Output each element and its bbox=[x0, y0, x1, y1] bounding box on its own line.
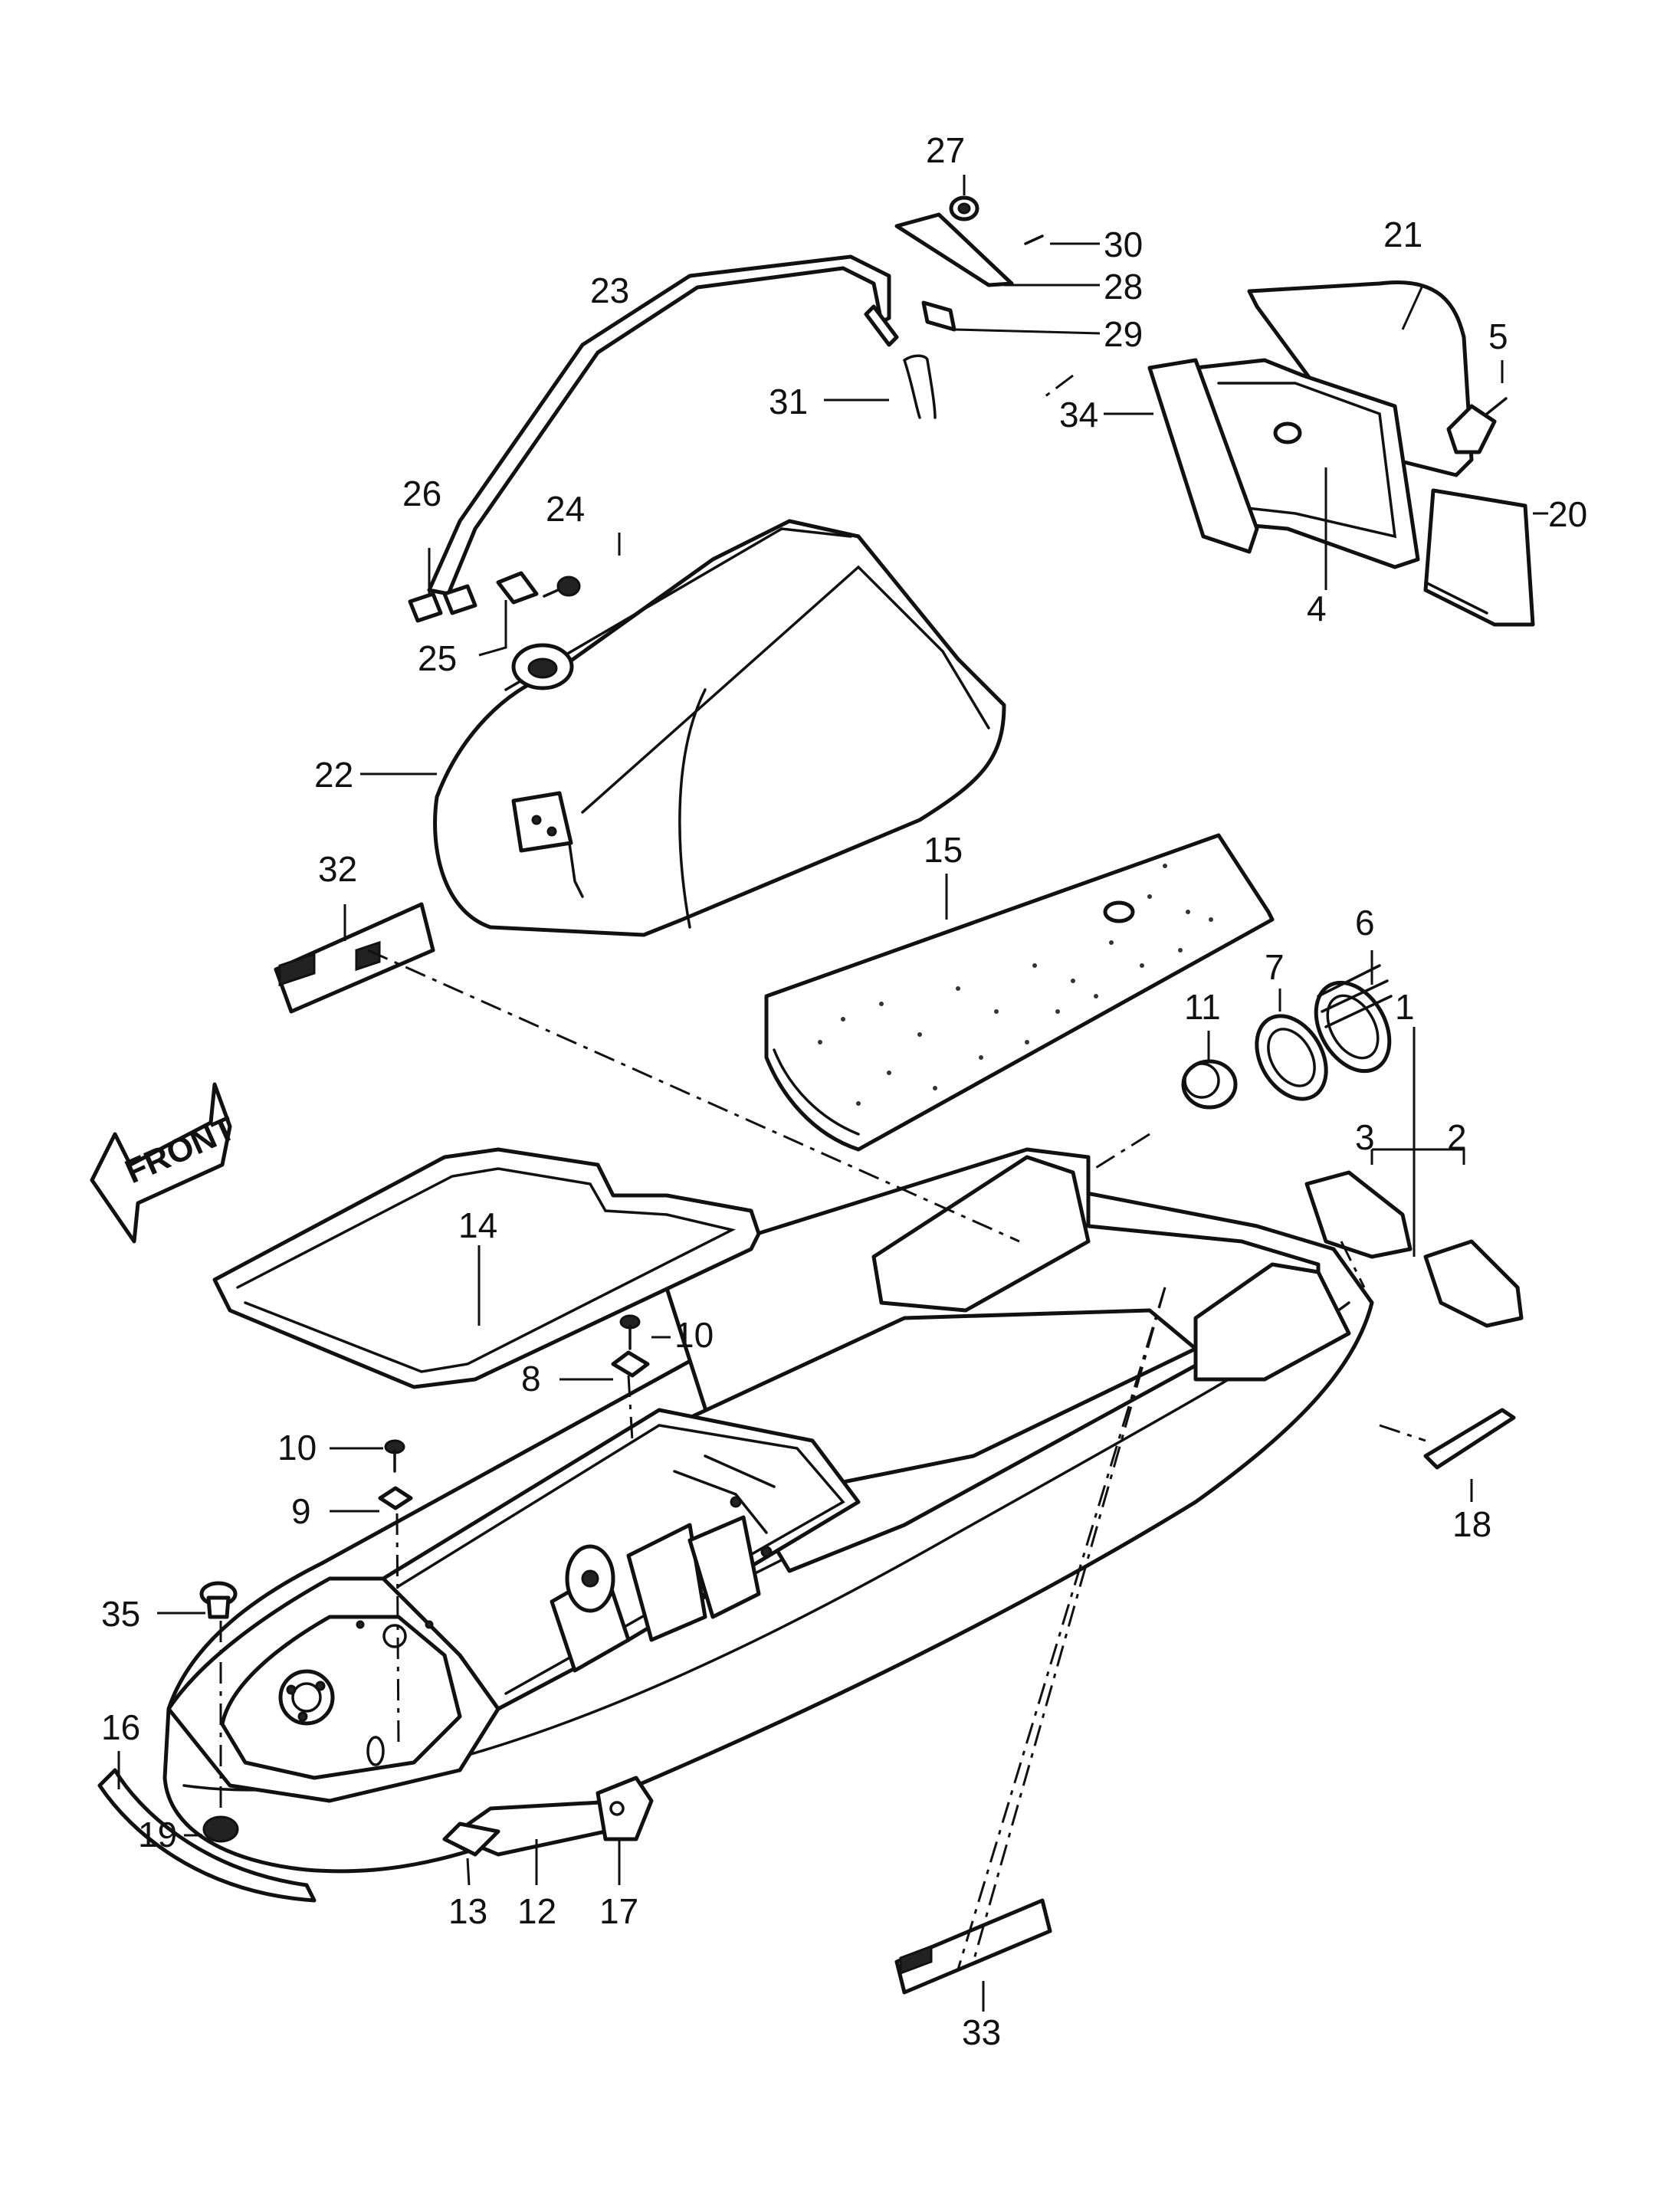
callout-21: 21 bbox=[1383, 215, 1422, 254]
callout-35: 35 bbox=[101, 1594, 140, 1634]
label-18 bbox=[1423, 1408, 1516, 1470]
callout-3: 3 bbox=[1355, 1117, 1375, 1157]
callout-10: 10 bbox=[674, 1315, 714, 1355]
callout-18: 18 bbox=[1452, 1504, 1491, 1544]
callout-32: 32 bbox=[318, 849, 357, 889]
bolt-24 bbox=[543, 575, 581, 598]
callout-15: 15 bbox=[924, 830, 963, 870]
label-32 bbox=[274, 902, 435, 1014]
knob-27 bbox=[949, 195, 979, 221]
callout-33: 33 bbox=[962, 2012, 1001, 2052]
callout-25: 25 bbox=[418, 638, 457, 678]
callout-26: 26 bbox=[402, 474, 441, 513]
callout-27: 27 bbox=[926, 130, 965, 170]
callout-1: 1 bbox=[1395, 987, 1415, 1027]
callout-14: 14 bbox=[458, 1205, 497, 1245]
callout-16: 16 bbox=[101, 1707, 140, 1747]
nut-8 bbox=[611, 1350, 650, 1378]
callout-23: 23 bbox=[590, 271, 629, 310]
nut-9 bbox=[378, 1486, 413, 1510]
clip-25 bbox=[496, 571, 539, 605]
callout-5: 5 bbox=[1488, 316, 1508, 356]
callout-11: 11 bbox=[1184, 987, 1221, 1027]
engine-hood bbox=[433, 519, 1006, 937]
deck-mat bbox=[764, 833, 1275, 1152]
callout-17: 17 bbox=[599, 1891, 638, 1931]
callout-6: 6 bbox=[1355, 903, 1375, 943]
leader-lines bbox=[117, 175, 1548, 2012]
label-33 bbox=[894, 1898, 1052, 1995]
gasket bbox=[212, 1147, 761, 1389]
screw-10-lower bbox=[384, 1439, 405, 1473]
callout-labels: 1 2 3 4 5 6 7 8 9 10 10 11 12 13 14 15 1… bbox=[101, 130, 1587, 2052]
handle-strap bbox=[427, 254, 899, 596]
callout-22: 22 bbox=[314, 755, 353, 795]
callout-2: 2 bbox=[1447, 1117, 1467, 1157]
hook-31 bbox=[903, 354, 937, 419]
callout-9: 9 bbox=[291, 1491, 311, 1531]
front-arrow: FRONT bbox=[90, 1082, 241, 1244]
callout-34: 34 bbox=[1059, 395, 1098, 434]
bracket-2 bbox=[1423, 1239, 1524, 1328]
strap-buckle-26 bbox=[408, 584, 477, 623]
callout-31: 31 bbox=[769, 382, 808, 421]
vent-assembly bbox=[1147, 280, 1535, 627]
callout-30: 30 bbox=[1104, 225, 1143, 264]
plug-35 bbox=[199, 1581, 238, 1619]
callout-28: 28 bbox=[1104, 267, 1143, 307]
callout-24: 24 bbox=[546, 489, 585, 529]
bracket-28 bbox=[894, 212, 1014, 287]
callout-10-lower: 10 bbox=[277, 1428, 317, 1467]
screw-10-upper bbox=[619, 1314, 641, 1350]
bumper-16 bbox=[97, 1768, 317, 1903]
cap-6 bbox=[1314, 964, 1393, 1074]
ring-7 bbox=[1255, 1014, 1328, 1101]
nut-19 bbox=[202, 1815, 239, 1843]
callout-13: 13 bbox=[448, 1891, 487, 1931]
hull bbox=[162, 1147, 1374, 1874]
callout-19: 19 bbox=[138, 1815, 177, 1854]
bracket-3 bbox=[1304, 1170, 1413, 1259]
callout-4: 4 bbox=[1307, 589, 1327, 628]
callout-8: 8 bbox=[521, 1359, 541, 1399]
callout-12: 12 bbox=[517, 1891, 556, 1931]
callout-20: 20 bbox=[1548, 494, 1587, 534]
plug-11 bbox=[1181, 1059, 1238, 1110]
callout-7: 7 bbox=[1265, 947, 1285, 987]
screw-30 bbox=[1024, 234, 1044, 245]
clip-29 bbox=[921, 300, 956, 332]
callout-29: 29 bbox=[1104, 314, 1143, 354]
